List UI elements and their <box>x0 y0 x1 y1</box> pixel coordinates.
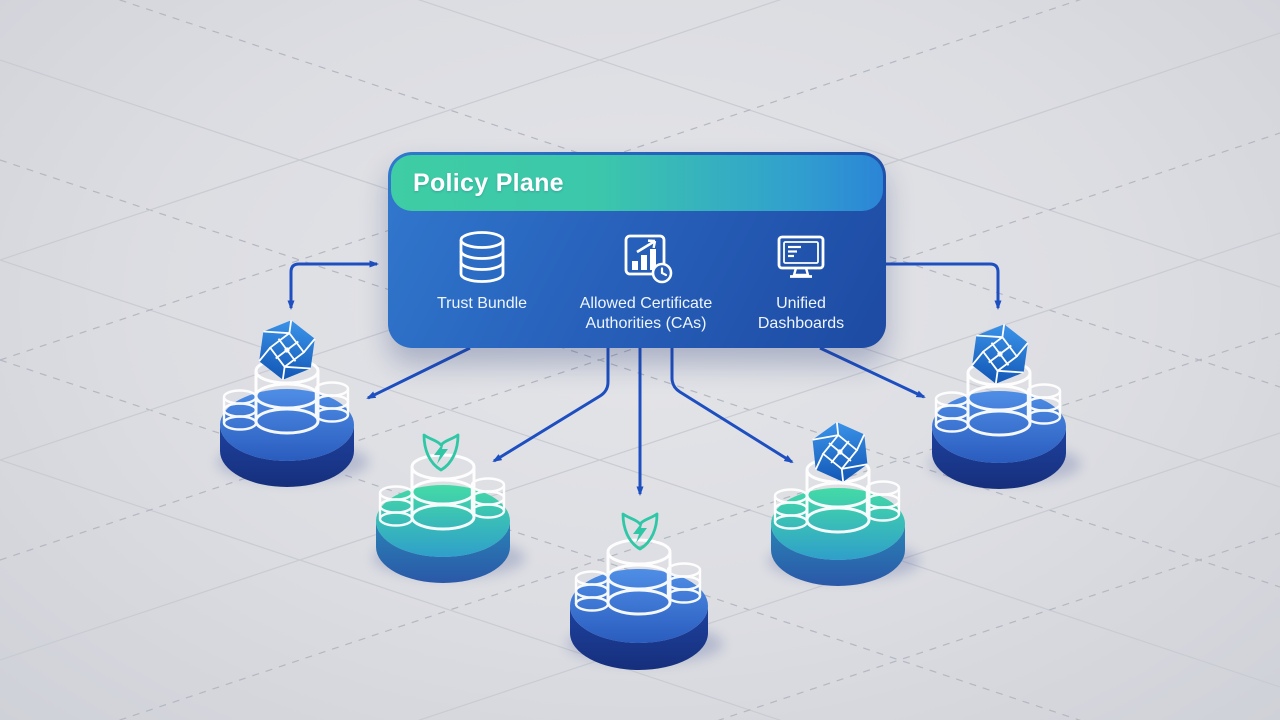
mesh-icon <box>258 320 316 380</box>
database-icon <box>459 231 505 283</box>
panel-item-trust-bundle: Trust Bundle <box>398 222 566 314</box>
cluster-node-3 <box>567 512 723 670</box>
mesh-icon <box>971 324 1029 384</box>
database-stack <box>773 456 901 534</box>
cluster-node-2 <box>373 433 525 583</box>
monitor-icon <box>777 235 825 278</box>
arrow-panel-to-cluster-1-elbow <box>287 260 379 310</box>
panel-item-label: Unified Dashboards <box>757 295 845 332</box>
database-stack <box>934 359 1062 437</box>
arrow-panel-to-cluster-2 <box>492 348 610 463</box>
chart-clock-icon <box>624 234 673 284</box>
panel-title: Policy Plane <box>413 168 564 197</box>
arrow-panel-to-cluster-5-elbow <box>886 262 1002 310</box>
cluster-node-1 <box>217 320 369 487</box>
cluster-node-5 <box>929 324 1081 489</box>
shield-bolt-icon <box>621 512 659 551</box>
panel-item-unified-dashboards: Unified Dashboards <box>726 222 876 334</box>
mesh-icon <box>812 422 868 482</box>
arrow-panel-to-cluster-4 <box>670 348 794 464</box>
database-stack <box>574 538 702 616</box>
policy-plane-items: Trust Bundle Allowed Certificate Authori… <box>398 222 876 340</box>
panel-item-allowed-cas: Allowed Certificate Authorities (CAs) <box>566 222 726 334</box>
policy-plane-header: Policy Plane <box>391 155 883 211</box>
shield-bolt-icon <box>422 433 460 472</box>
cluster-node-4 <box>768 422 920 586</box>
policy-plane-panel: Policy Plane Trust Bundle <box>388 152 886 348</box>
arrow-panel-to-cluster-1-diagonal <box>366 346 471 400</box>
panel-item-label: Trust Bundle <box>436 295 528 312</box>
arrow-panel-to-cluster-5-diagonal <box>819 346 926 399</box>
panel-item-label: Allowed Certificate Authorities (CAs) <box>579 295 713 332</box>
